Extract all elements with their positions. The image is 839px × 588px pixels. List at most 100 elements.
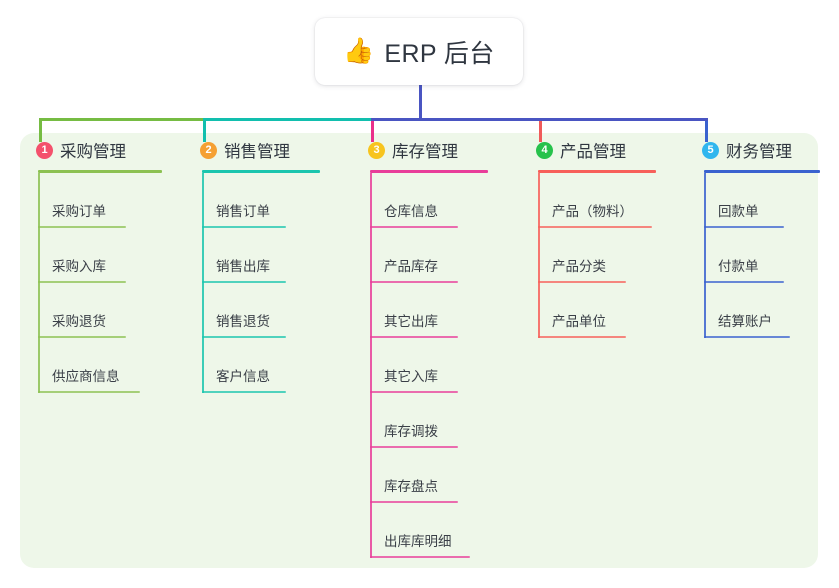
list-item-rule	[370, 336, 458, 338]
list-item[interactable]: 付款单	[686, 228, 820, 283]
list-item-label: 采购退货	[52, 314, 106, 329]
list-item-label: 销售出库	[216, 259, 270, 274]
column-header-1[interactable]: 1 采购管理	[20, 133, 162, 167]
list-item-label: 结算账户	[718, 314, 772, 329]
column-5: 5 财务管理回款单付款单结算账户	[686, 133, 820, 338]
column-4: 4 产品管理产品（物料） 产品分类产品单位	[520, 133, 656, 338]
number-badge-icon: 5	[702, 141, 719, 159]
list-item-rule	[370, 446, 458, 448]
drop-1	[39, 118, 42, 142]
list-item-rule	[538, 336, 626, 338]
list-item-rule	[38, 391, 140, 393]
column-header-2[interactable]: 2 销售管理	[184, 133, 320, 167]
number-badge-icon: 2	[200, 141, 217, 159]
list-item[interactable]: 库存盘点	[352, 448, 488, 503]
column-title: 财务管理	[726, 143, 792, 161]
list-item-rule	[704, 281, 784, 283]
column-item-list: 采购订单采购入库采购退货供应商信息	[20, 173, 162, 393]
list-item-rule	[704, 336, 790, 338]
list-item[interactable]: 产品单位	[520, 283, 656, 338]
list-item[interactable]: 其它入库	[352, 338, 488, 393]
list-item-label: 产品库存	[384, 259, 438, 274]
drop-2	[203, 118, 206, 142]
column-1: 1 采购管理采购订单采购入库采购退货供应商信息	[20, 133, 162, 393]
list-item[interactable]: 供应商信息	[20, 338, 162, 393]
diagram-panel	[20, 133, 818, 568]
list-item-rule	[370, 556, 470, 558]
column-2: 2 销售管理销售订单销售出库销售退货客户信息	[184, 133, 320, 393]
list-item-label: 回款单	[718, 204, 759, 219]
drop-3	[371, 118, 374, 142]
list-item[interactable]: 回款单	[686, 173, 820, 228]
list-item-rule	[202, 281, 286, 283]
list-item[interactable]: 仓库信息	[352, 173, 488, 228]
list-item-label: 采购入库	[52, 259, 106, 274]
column-title: 采购管理	[60, 143, 126, 161]
list-item-rule	[370, 281, 458, 283]
list-item-label: 仓库信息	[384, 204, 438, 219]
column-header-rule	[538, 170, 656, 173]
column-3: 3 库存管理仓库信息产品库存其它出库其它入库库存调拨库存盘点出库库明细	[352, 133, 488, 558]
column-spine	[370, 173, 372, 558]
column-header-5[interactable]: 5 财务管理	[686, 133, 820, 167]
list-item-rule	[38, 226, 126, 228]
trunk-line	[419, 85, 422, 121]
number-badge-icon: 1	[36, 141, 53, 159]
column-title: 销售管理	[224, 143, 290, 161]
list-item[interactable]: 销售退货	[184, 283, 320, 338]
column-spine	[202, 173, 204, 393]
column-header-rule	[370, 170, 488, 173]
list-item[interactable]: 产品（物料）	[520, 173, 656, 228]
bus-segment-indigo	[371, 118, 708, 121]
column-container: 1 采购管理采购订单采购入库采购退货供应商信息 2 销售管理销售订单销售出库销售退货客…	[20, 133, 820, 568]
list-item-label: 其它出库	[384, 314, 438, 329]
list-item-rule	[538, 226, 652, 228]
column-title: 产品管理	[560, 143, 626, 161]
list-item[interactable]: 库存调拨	[352, 393, 488, 448]
list-item[interactable]: 产品库存	[352, 228, 488, 283]
list-item-rule	[370, 501, 458, 503]
list-item[interactable]: 出库库明细	[352, 503, 488, 558]
list-item-label: 库存调拨	[384, 424, 438, 439]
column-spine	[704, 173, 706, 338]
list-item-rule	[370, 391, 458, 393]
root-title-text: ERP 后台	[384, 39, 495, 68]
list-item[interactable]: 采购入库	[20, 228, 162, 283]
list-item[interactable]: 采购退货	[20, 283, 162, 338]
bus-segment-green	[39, 118, 206, 121]
list-item-label: 销售订单	[216, 204, 270, 219]
list-item[interactable]: 产品分类	[520, 228, 656, 283]
list-item[interactable]: 其它出库	[352, 283, 488, 338]
list-item[interactable]: 结算账户	[686, 283, 820, 338]
list-item-rule	[202, 391, 286, 393]
thumbs-up-icon: 👍	[343, 37, 375, 65]
list-item-label: 产品单位	[552, 314, 606, 329]
list-item[interactable]: 客户信息	[184, 338, 320, 393]
root-title-card[interactable]: 👍 ERP 后台	[315, 18, 523, 85]
column-item-list: 回款单付款单结算账户	[686, 173, 820, 338]
column-header-rule	[704, 170, 820, 173]
list-item-rule	[38, 336, 126, 338]
column-item-list: 销售订单销售出库销售退货客户信息	[184, 173, 320, 393]
column-spine	[538, 173, 540, 338]
column-item-list: 仓库信息产品库存其它出库其它入库库存调拨库存盘点出库库明细	[352, 173, 488, 558]
drop-5	[705, 118, 708, 142]
number-badge-icon: 4	[536, 141, 553, 159]
list-item-label: 出库库明细	[384, 534, 452, 549]
list-item[interactable]: 采购订单	[20, 173, 162, 228]
list-item[interactable]: 销售出库	[184, 228, 320, 283]
column-header-4[interactable]: 4 产品管理	[520, 133, 656, 167]
list-item-label: 客户信息	[216, 369, 270, 384]
number-badge-icon: 3	[368, 141, 385, 159]
list-item-label: 产品（物料）	[552, 204, 633, 219]
column-item-list: 产品（物料） 产品分类产品单位	[520, 173, 656, 338]
list-item-label: 付款单	[718, 259, 759, 274]
list-item-rule	[370, 226, 458, 228]
list-item-label: 采购订单	[52, 204, 106, 219]
list-item[interactable]: 销售订单	[184, 173, 320, 228]
list-item-rule	[202, 336, 286, 338]
column-title: 库存管理	[392, 143, 458, 161]
column-header-3[interactable]: 3 库存管理	[352, 133, 488, 167]
column-header-rule	[38, 170, 162, 173]
list-item-rule	[704, 226, 784, 228]
